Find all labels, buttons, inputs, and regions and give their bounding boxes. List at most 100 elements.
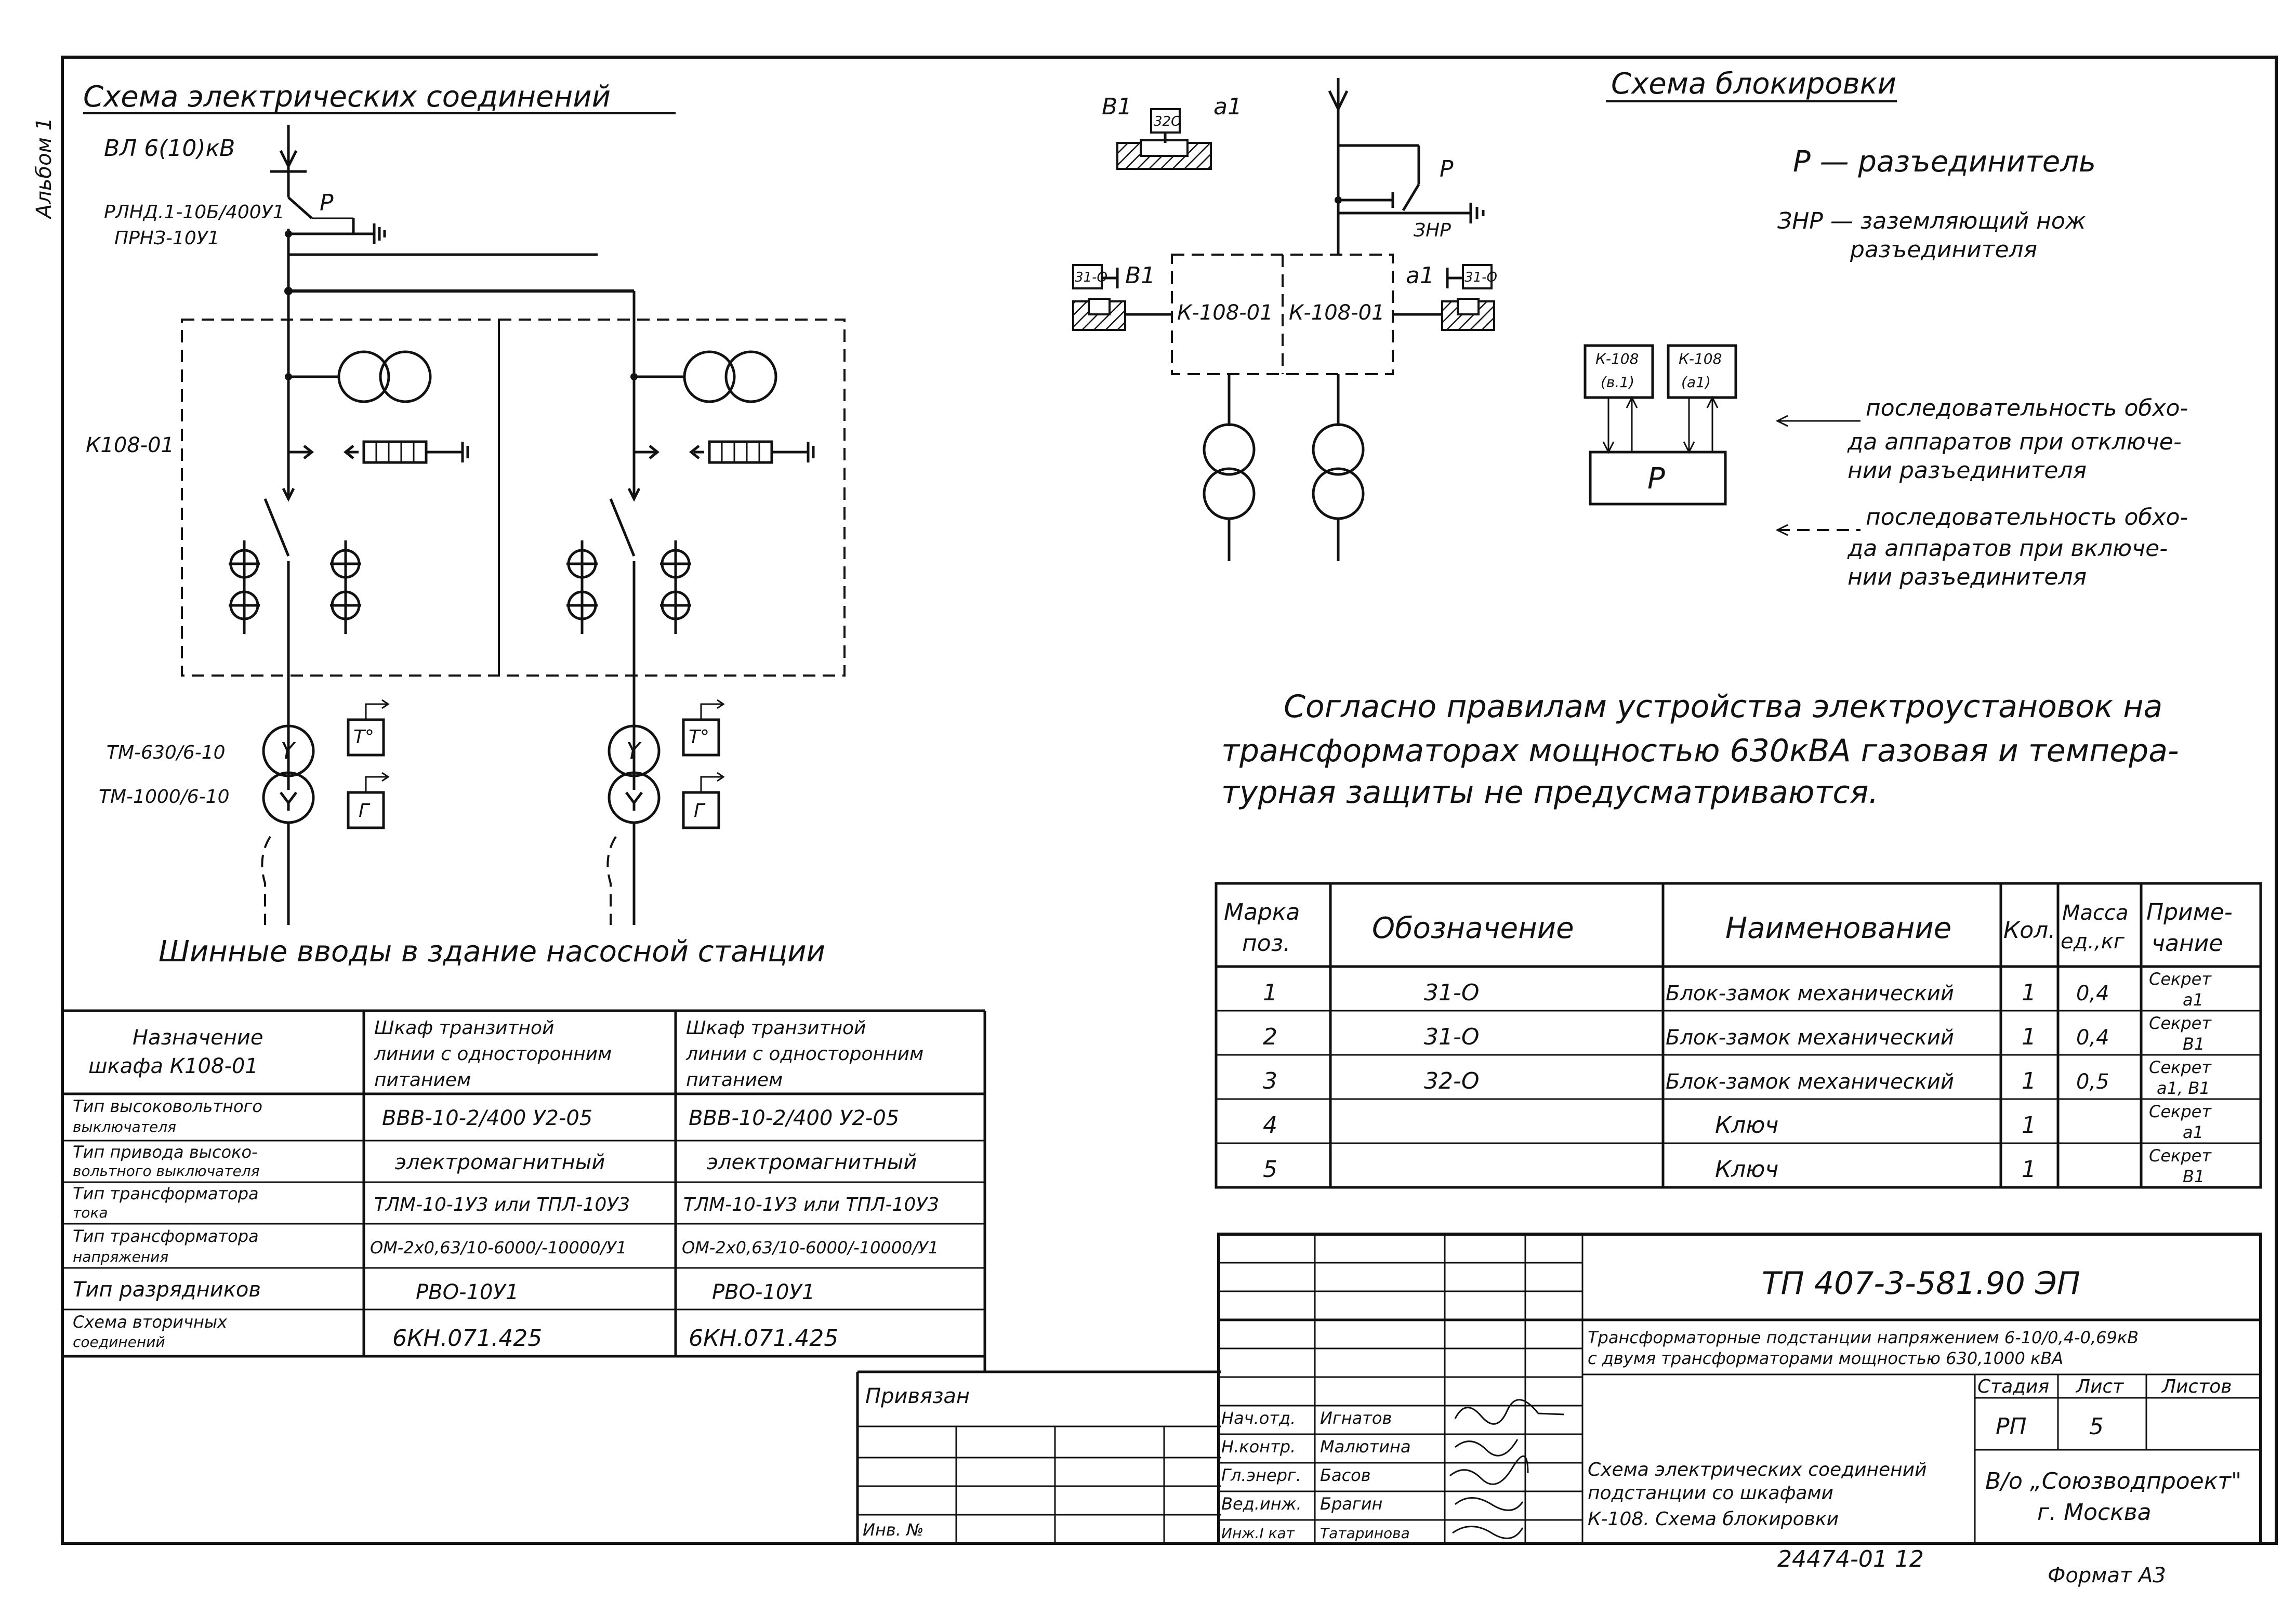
il-k108-right: К-108-01 — [1289, 301, 1385, 325]
svg-text:Ключ: Ключ — [1715, 1156, 1778, 1183]
note-line-2: трансформаторах мощностью 630кВА газовая… — [1221, 733, 2179, 769]
tb-name-1: Игнатов — [1320, 1408, 1392, 1428]
svg-text:3: 3 — [1263, 1068, 1277, 1094]
svg-text:1: 1 — [2022, 980, 2036, 1006]
il-box2-l1: К-108 — [1679, 350, 1722, 367]
svg-text:31-О: 31-О — [1424, 980, 1480, 1006]
tb-org-1: В/о „Союзводпроект" — [1985, 1468, 2241, 1494]
tb-linked: Привязан — [865, 1384, 970, 1408]
ct-r3-l1: Тип трансформатора — [73, 1184, 259, 1203]
svg-text:5: 5 — [1263, 1156, 1277, 1183]
ct-h3-3: питанием — [686, 1069, 783, 1091]
table-row: 1 31-О Блок-замок механический 1 0,4 Сек… — [1263, 969, 2212, 1010]
svg-text:31-О: 31-О — [1424, 1024, 1480, 1050]
spec-table: Марка поз. Обозначение Наименование Кол.… — [1215, 882, 2262, 1189]
svg-text:1: 1 — [2022, 1156, 2036, 1183]
transformer-1-label: ТМ-630/6-10 — [107, 742, 226, 763]
il-p-box: Р — [1647, 462, 1665, 496]
legend-seq-on-3: нии разъединителя — [1848, 564, 2087, 590]
svg-text:В1: В1 — [2183, 1167, 2205, 1186]
sp-h-note-2: чание — [2152, 930, 2223, 957]
tb-role-4: Вед.инж. — [1221, 1494, 1302, 1514]
ct-r2-v1: электромагнитный — [395, 1150, 605, 1174]
ct-r3-v2: ТЛМ-10-1У3 или ТПЛ-10У3 — [683, 1194, 939, 1215]
svg-text:а1, В1: а1, В1 — [2157, 1078, 2210, 1098]
tb-name-2: Малютина — [1320, 1437, 1411, 1457]
wye-symbol: Y — [281, 738, 296, 764]
ct-r4-v1: ОМ-2х0,63/10-6000/-10000/У1 — [370, 1238, 627, 1258]
ct-r2-v2: электромагнитный — [707, 1150, 917, 1174]
bus-inputs-caption: Шинные вводы в здание насосной станции — [159, 935, 825, 969]
ct-r3-v1: ТЛМ-10-1У3 или ТПЛ-10У3 — [374, 1194, 630, 1215]
single-line-diagram: Схема электрических соединений ВЛ 6(10)к… — [83, 80, 846, 969]
ct-h1-2: шкафа К108-01 — [88, 1054, 258, 1078]
tb-sheet-h: Лист — [2075, 1376, 2124, 1397]
table-row: 5 Ключ 1 Секрет В1 — [1263, 1146, 2212, 1186]
temp-relay-box: T° — [353, 726, 374, 748]
legend-znr-1: ЗНР — заземляющий нож — [1777, 208, 2086, 234]
tb-number: 24474-01 12 — [1777, 1546, 1924, 1572]
ct-r6-v1: 6КН.071.425 — [392, 1325, 542, 1352]
svg-text:Блок-замок механический: Блок-замок механический — [1666, 1026, 1954, 1050]
ct-h2-1: Шкаф транзитной — [374, 1017, 554, 1039]
sp-h-name: Наименование — [1725, 911, 1951, 945]
gas-relay-box: Г — [359, 800, 371, 822]
interlock-diagram: В1 а1 32О Р ЗНР К-108-01 К-108-01 В1 31-… — [1072, 67, 2188, 590]
il-box2-l2: (а1) — [1681, 374, 1711, 391]
tb-name-4: Брагин — [1320, 1494, 1382, 1514]
ct-r1-l1: Тип высоковольтного — [73, 1096, 262, 1116]
svg-text:1: 1 — [2022, 1024, 2036, 1050]
legend-seq-on-1: последовательность обхо- — [1866, 504, 2188, 531]
svg-text:2: 2 — [1263, 1024, 1277, 1050]
svg-text:0,5: 0,5 — [2076, 1070, 2109, 1094]
ct-r4-v2: ОМ-2х0,63/10-6000/-10000/У1 — [682, 1238, 939, 1258]
legend-seq-off-2: да аппаратов при отключе- — [1847, 429, 2182, 455]
tb-inv: Инв. № — [863, 1520, 923, 1540]
svg-text:1: 1 — [2022, 1112, 2036, 1139]
transformer-2-label: ТМ-1000/6-10 — [99, 786, 230, 808]
ct-r4-l2: напряжения — [73, 1248, 168, 1265]
legend-seq-on-2: да аппаратов при включе- — [1847, 535, 2168, 562]
tb-drawing-1: Схема электрических соединений — [1588, 1459, 1927, 1480]
tb-drawing-3: К-108. Схема блокировки — [1588, 1509, 1839, 1530]
sp-h-mass-1: Масса — [2062, 901, 2129, 925]
gas-relay-box-2: Г — [694, 800, 706, 822]
svg-text:Секрет: Секрет — [2149, 1013, 2212, 1033]
tb-format: Формат А3 — [2048, 1564, 2166, 1587]
note-line-3: турная защиты не предусматриваются. — [1221, 774, 1879, 811]
legend-p: Р — разъединитель — [1793, 145, 2096, 179]
title-block: Привязан Инв. № ТП 407-3-581.90 ЭП Транс… — [856, 1233, 2262, 1587]
tb-sheets-h: Листов — [2161, 1376, 2232, 1397]
il-a1-side: а1 — [1406, 262, 1434, 289]
note-line-1: Согласно правилам устройства электроуста… — [1284, 689, 2162, 725]
sp-h-pos-1: Марка — [1224, 899, 1300, 925]
tb-role-3: Гл.энерг. — [1221, 1465, 1301, 1485]
il-box1-l2: (в.1) — [1601, 374, 1634, 391]
ct-h2-3: питанием — [374, 1069, 471, 1091]
disconnector-1-label: РЛНД.1-10Б/400У1 — [104, 202, 285, 223]
sp-h-note-1: Приме- — [2146, 899, 2233, 925]
ct-r1-v2: ВВВ-10-2/400 У2-05 — [689, 1106, 899, 1130]
tb-org-2: г. Москва — [2037, 1499, 2152, 1526]
cabinet-table: Назначение шкафа К108-01 Шкаф транзитной… — [62, 1009, 986, 1372]
svg-text:32-О: 32-О — [1424, 1068, 1480, 1094]
legend-seq-off-1: последовательность обхо- — [1866, 395, 2188, 421]
svg-text:Блок-замок механический: Блок-замок механический — [1666, 982, 1954, 1006]
svg-text:Блок-замок механический: Блок-замок механический — [1666, 1070, 1954, 1094]
ct-h3-2: линии с односторонним — [685, 1043, 923, 1065]
cabinet-label: К108-01 — [86, 433, 174, 457]
legend-znr-2: разъединителя — [1850, 236, 2037, 263]
legend-seq-off-3: нии разъединителя — [1848, 457, 2087, 484]
p-label-left: Р — [320, 190, 334, 216]
svg-text:Ключ: Ключ — [1715, 1112, 1778, 1139]
svg-text:0,4: 0,4 — [2076, 1026, 2109, 1050]
disconnector-2-label: ПРНЗ-10У1 — [114, 228, 220, 249]
svg-text:Секрет: Секрет — [2149, 1146, 2212, 1166]
ct-r2-l2: вольтного выключателя — [73, 1162, 260, 1180]
il-box1-l1: К-108 — [1595, 350, 1639, 367]
il-a1-top: а1 — [1213, 94, 1242, 120]
svg-text:а1: а1 — [2183, 990, 2203, 1010]
tb-drawing-2: подстанции со шкафами — [1588, 1483, 1833, 1504]
ct-r1-l2: выключателя — [73, 1118, 176, 1135]
tb-code: ТП 407-3-581.90 ЭП — [1762, 1265, 2080, 1302]
